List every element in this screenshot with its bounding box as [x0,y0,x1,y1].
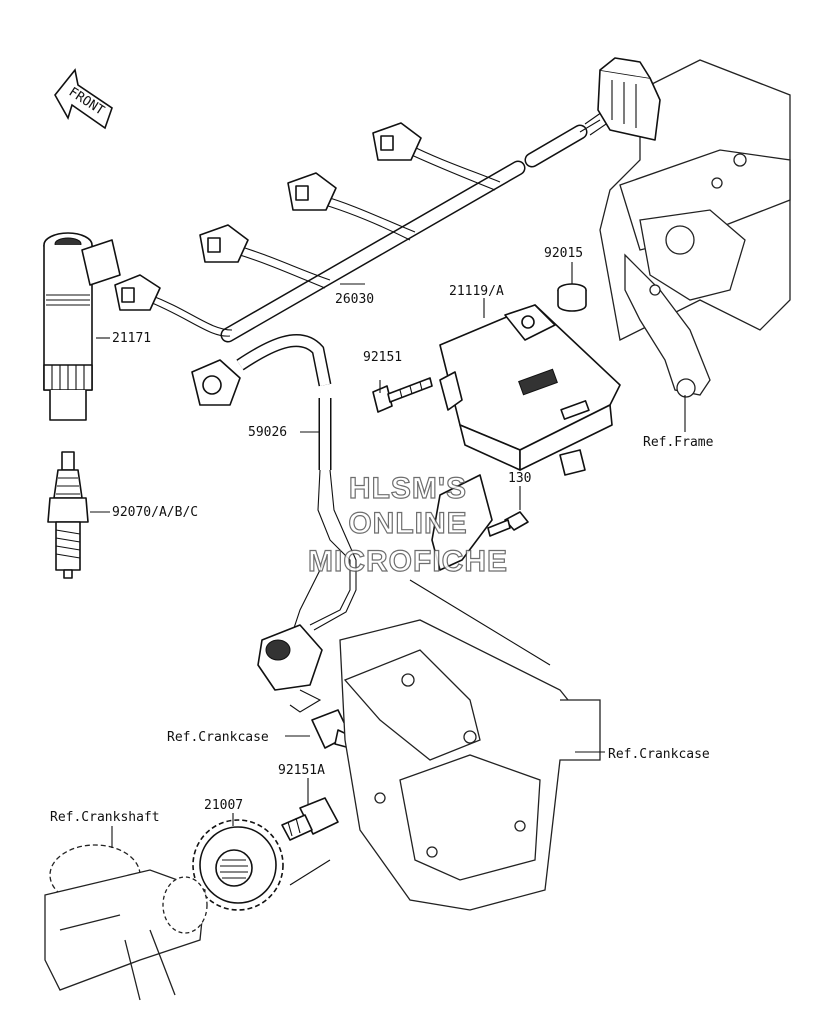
label-21119a: 21119/A [449,284,504,299]
crankcase-ghost [289,619,601,911]
sensor-bracket [409,474,551,666]
coil-connector-3 [287,172,416,241]
sub-harness [191,334,357,713]
label-92151a: 92151A [278,763,325,778]
ignition-ecu [439,304,621,476]
watermark-line-3: MICROFICHE [308,545,508,578]
label-92151: 92151 [363,350,402,365]
spark-plug [47,451,89,579]
label-92070: 92070/A/B/C [112,505,198,520]
label-ref-crankcase-left: Ref.Crankcase [167,730,269,745]
sub-harness-connector [191,359,241,406]
watermark-line-2: ONLINE [348,507,467,540]
spacer [557,283,587,312]
label-130: 130 [508,471,531,486]
leader-lines [90,262,686,848]
sensor-cap [257,624,323,691]
coil-connector-4 [372,122,501,191]
label-26030: 26030 [335,292,374,307]
watermark-line-1: HLSM'S [349,472,467,505]
front-direction-arrow: FRONT [54,68,113,130]
crankshaft-ghost [44,844,208,1001]
bolt-92151 [372,377,433,413]
ignition-coil [43,232,121,421]
label-21007: 21007 [204,798,243,813]
coil-connector-2 [199,224,331,289]
bolt-92151a [281,797,339,841]
part-labels: 26030 21171 92070/A/B/C 59026 21119/A 92… [50,246,714,825]
label-ref-crankshaft: Ref.Crankshaft [50,810,160,825]
bolt-130 [487,511,529,537]
main-wire-harness [114,57,661,343]
watermark: HLSM'S ONLINE MICROFICHE [307,471,508,578]
label-59026: 59026 [248,425,287,440]
label-ref-crankcase-right: Ref.Crankcase [608,747,710,762]
label-21171: 21171 [112,331,151,346]
main-connector [597,57,661,141]
coil-connector-1 [114,274,233,337]
timing-rotor [192,819,284,911]
label-ref-frame: Ref.Frame [643,435,714,450]
label-92015: 92015 [544,246,583,261]
